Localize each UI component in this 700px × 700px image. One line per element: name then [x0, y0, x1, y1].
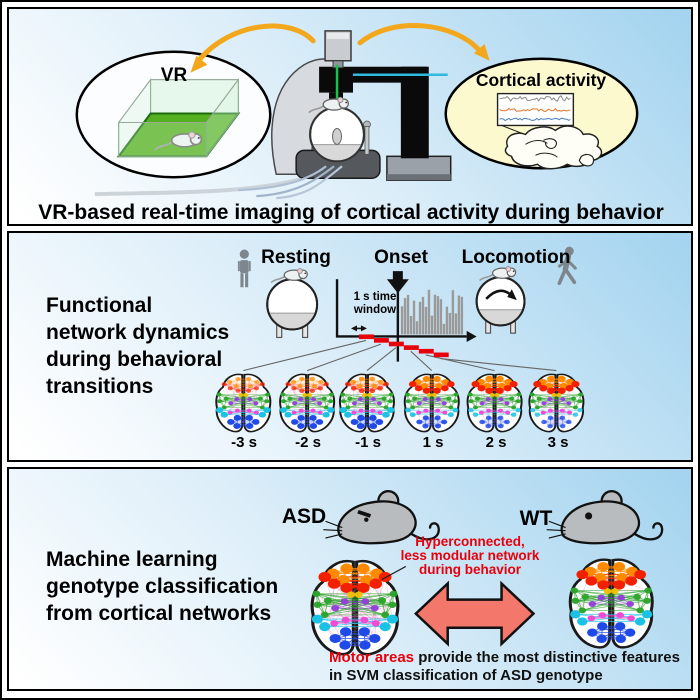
footnote-rest: provide the most distinctive features	[414, 649, 680, 666]
footnote-motor-areas: Motor areas	[329, 649, 415, 666]
window-to-brain-line	[425, 354, 495, 372]
window-to-brain-line	[440, 358, 557, 372]
brain-time-label-2: -2 s	[295, 434, 321, 451]
footnote-line2: in SVM classification of ASD genotype	[329, 667, 603, 684]
vr-imaging-illustration	[75, 23, 639, 200]
head-fixed-mouse	[308, 96, 350, 114]
window-to-brain-line	[366, 347, 397, 372]
panel1-title: VR-based real-time imaging of cortical a…	[38, 201, 664, 224]
panel-ml-classification: Machine learning genotype classification…	[7, 467, 693, 691]
resting-label: Resting	[261, 247, 331, 268]
time-window-line1: 1 s time	[353, 291, 397, 303]
brain-time-label-1: -3 s	[231, 434, 257, 451]
mouse-on-ball	[479, 266, 517, 282]
brain-network-2s	[466, 373, 523, 433]
time-window-tick	[433, 352, 449, 358]
stand-column	[400, 66, 429, 159]
time-window-tick	[418, 348, 434, 354]
time-window-label: 1 s time window	[354, 291, 397, 317]
panel2-heading-line4: transitions	[46, 375, 154, 398]
brain-time-label-6: 3 s	[547, 434, 569, 451]
panel2-heading-line3: during behavioral	[46, 348, 223, 371]
panel2-heading-line2: network dynamics	[46, 321, 230, 344]
cortical-activity-label: Cortical activity	[475, 70, 607, 90]
mouse-on-ball	[270, 268, 308, 284]
arrow-to-vr	[195, 23, 316, 64]
person-standing-icon	[237, 249, 251, 288]
time-window-tick	[358, 334, 374, 340]
time-window-tick	[388, 341, 404, 347]
panel3-heading-line2: genotype classification	[46, 575, 279, 598]
vr-label: VR	[160, 65, 188, 86]
brain-network--1s	[338, 373, 395, 433]
hyperconnected-annotation-line3: during behavior	[418, 562, 522, 577]
wt-brain-network	[568, 558, 654, 649]
wt-mouse	[546, 490, 664, 545]
brain-time-label-3: -1 s	[355, 434, 381, 451]
window-to-brain-line	[410, 350, 433, 372]
window-to-brain-line	[306, 343, 382, 372]
speed-axis	[335, 279, 477, 342]
brain-network--3s	[215, 373, 272, 433]
microscope	[94, 30, 452, 200]
onset-arrow	[386, 271, 409, 294]
comparison-double-arrow	[413, 580, 536, 647]
person-walking-icon	[557, 246, 577, 286]
brain-network-3s	[528, 373, 585, 433]
brain-network-1s	[403, 373, 460, 433]
brain-time-label-5: 2 s	[485, 434, 507, 451]
time-window-line2: window	[353, 304, 397, 316]
asd-brain-network	[310, 559, 400, 656]
time-window-tick	[403, 345, 419, 350]
arrow-to-cortical	[357, 23, 483, 54]
panel-vr-imaging: VR Cortical activity VR-based real-time …	[7, 7, 693, 226]
panel2-heading-line1: Functional	[46, 294, 153, 317]
ml-classification-illustration	[310, 490, 664, 656]
trackball	[266, 268, 319, 339]
footnote-line1: Motor areas provide the most distinctive…	[329, 649, 680, 667]
hyperconnected-annotation-line1: Hyperconnected,	[415, 534, 525, 549]
locomotion-label: Locomotion	[461, 247, 571, 268]
annotation-pointer-line	[381, 565, 407, 581]
asd-mouse	[323, 490, 440, 545]
hyperconnected-annotation-line2: less modular network	[400, 548, 540, 563]
trackball-rotating	[475, 266, 526, 334]
mouse-in-vr	[154, 131, 203, 151]
brain-time-label-4: 1 s	[422, 434, 444, 451]
brain-network--2s	[279, 373, 336, 433]
asd-label: ASD	[281, 505, 327, 528]
arrow-to-vr-head	[190, 55, 208, 73]
arrow-to-cortical-head	[473, 44, 490, 61]
panel-network-dynamics: Functional network dynamics during behav…	[7, 231, 693, 462]
wt-label: WT	[519, 507, 553, 530]
time-window-tick	[373, 338, 389, 343]
window-to-brain-line	[243, 339, 367, 372]
panel3-heading-line3: from cortical networks	[46, 602, 272, 625]
onset-label: Onset	[374, 247, 428, 268]
panel3-heading-line1: Machine learning	[46, 548, 218, 571]
network-dynamics-illustration	[215, 246, 585, 433]
